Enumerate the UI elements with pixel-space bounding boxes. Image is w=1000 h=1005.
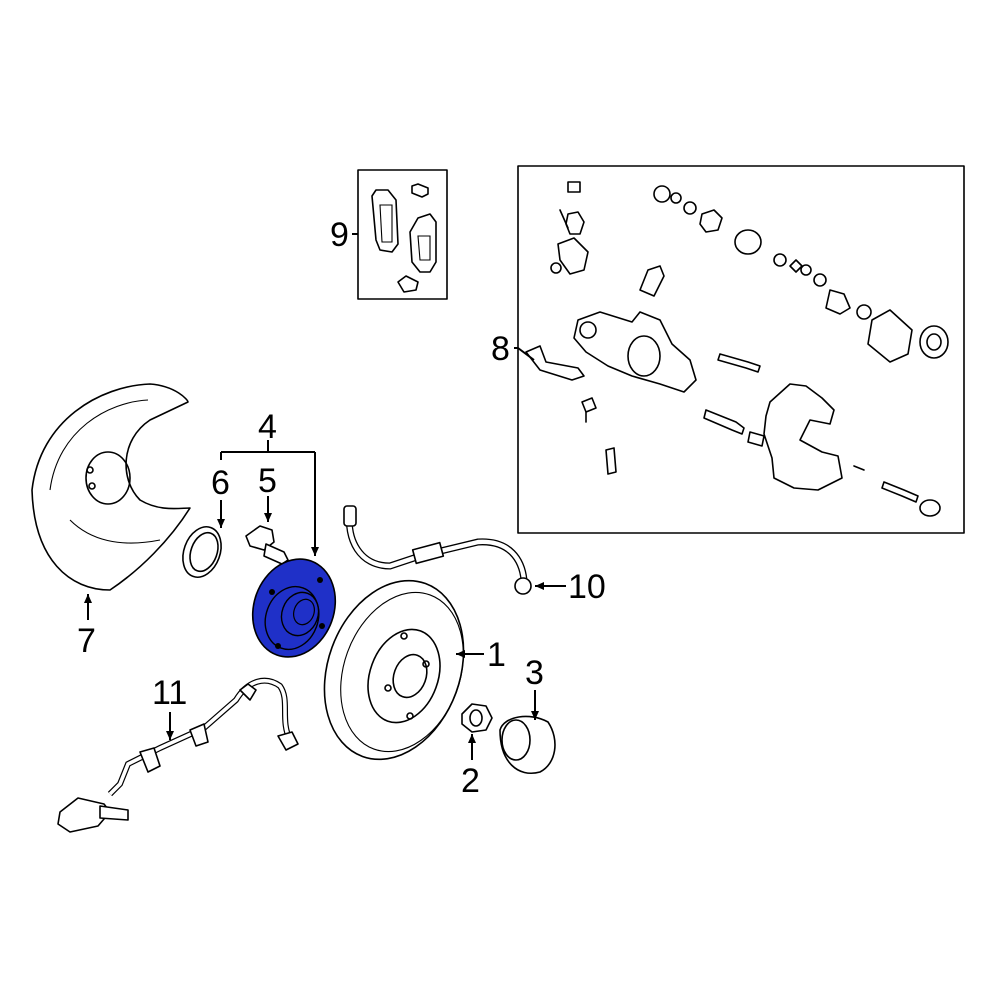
callout-8[interactable]: 8	[491, 330, 510, 368]
brake-rotor-part[interactable]	[301, 561, 488, 779]
hub-assembly-part[interactable]	[239, 547, 348, 668]
brake-hose-part[interactable]	[343, 505, 532, 595]
callout-5[interactable]: 5	[258, 462, 277, 500]
dust-cap-part[interactable]	[499, 715, 556, 774]
dust-shield-part[interactable]	[31, 383, 191, 591]
brake-pad-kit-group[interactable]	[357, 169, 448, 300]
abs-sensor-part[interactable]	[57, 677, 299, 833]
callout-2[interactable]: 2	[461, 762, 480, 800]
leader-lines	[84, 233, 566, 760]
callout-7[interactable]: 7	[77, 622, 96, 660]
hub-bolt-part[interactable]	[245, 525, 289, 565]
callout-1[interactable]: 1	[487, 636, 506, 674]
callout-4[interactable]: 4	[258, 408, 277, 446]
callout-10[interactable]: 10	[568, 568, 606, 606]
callout-3[interactable]: 3	[525, 654, 544, 692]
callout-11[interactable]: 11	[152, 674, 187, 712]
callout-6[interactable]: 6	[211, 464, 230, 502]
hub-nut-part[interactable]	[461, 703, 493, 733]
caliper-assembly-group[interactable]	[517, 165, 965, 534]
callout-labels: 9 8 4 6 5 7 10 1 3 2 11	[77, 216, 606, 800]
caliper-kit-box	[517, 165, 965, 534]
abs-tone-ring-part[interactable]	[176, 521, 228, 582]
callout-9[interactable]: 9	[330, 216, 349, 254]
